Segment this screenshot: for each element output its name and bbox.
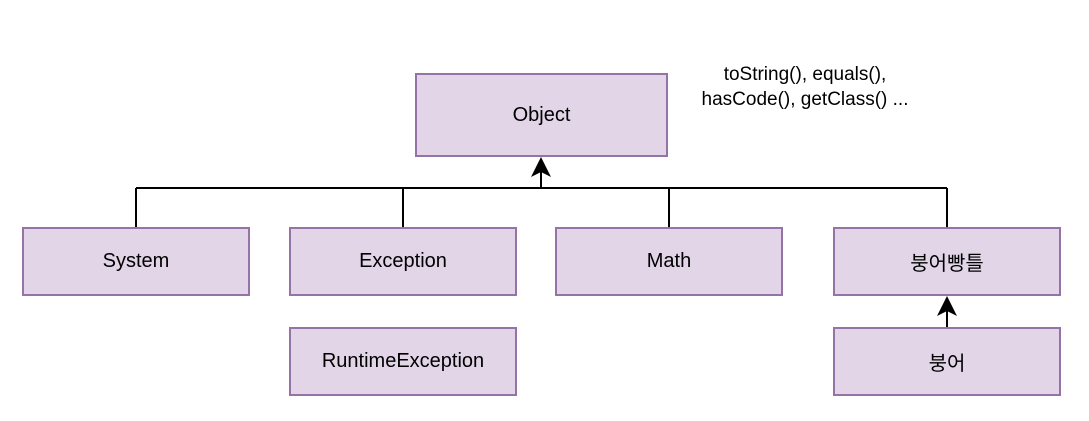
node-bungeo-label: 붕어 xyxy=(928,353,966,375)
node-math-label: Math xyxy=(646,250,692,272)
arrowhead-to-bungeo-mold xyxy=(937,296,957,316)
object-methods-note: toString(), equals(), hasCode(), getClas… xyxy=(676,62,934,112)
node-bungeo-mold-label: 붕어빵틀 xyxy=(910,253,984,275)
node-bungeo: 붕어 xyxy=(833,327,1061,396)
node-bungeo-mold: 붕어빵틀 xyxy=(833,227,1061,296)
node-system-label: System xyxy=(102,250,170,272)
node-exception-label: Exception xyxy=(359,250,447,272)
object-methods-note-line1: toString(), equals(), xyxy=(723,64,887,85)
node-object-label: Object xyxy=(512,103,571,126)
node-object: Object xyxy=(415,73,668,157)
object-methods-note-line2: hasCode(), getClass() ... xyxy=(701,89,909,110)
node-runtime-exception: RuntimeException xyxy=(289,327,517,396)
arrowhead-to-object xyxy=(531,157,551,177)
node-system: System xyxy=(22,227,250,296)
node-math: Math xyxy=(555,227,783,296)
node-runtime-exception-label: RuntimeException xyxy=(321,350,485,372)
node-exception: Exception xyxy=(289,227,517,296)
